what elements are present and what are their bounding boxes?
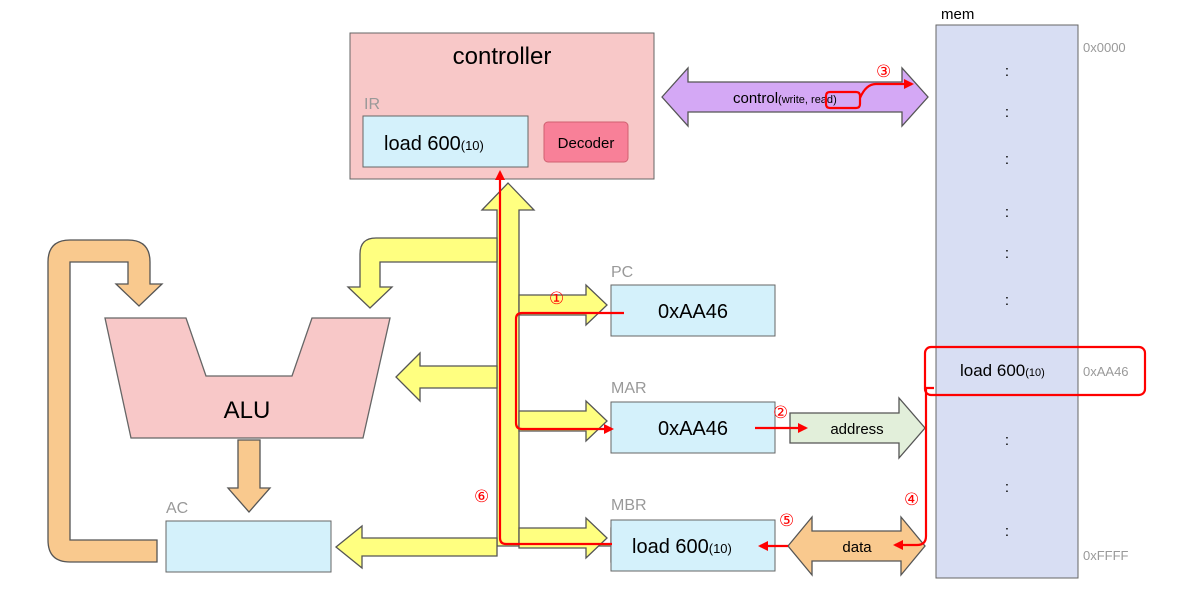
step-6: ⑥: [474, 487, 489, 506]
trace-read-to-memory: [858, 79, 914, 99]
pc-box: [610, 284, 776, 337]
bus-branch-alu-top: [346, 237, 498, 309]
step-2: ②: [773, 403, 788, 422]
address-bus: address: [789, 396, 926, 460]
pc-label: PC: [611, 264, 633, 281]
mem-highlight-value: load 600(10): [960, 361, 1045, 380]
fetch-trace: [495, 79, 934, 551]
mbr-value: load 600(10): [632, 536, 732, 558]
mem-addr-start: 0x0000: [1083, 40, 1126, 55]
feedback-path: [47, 239, 164, 563]
data-bus-label: data: [842, 539, 872, 556]
pc-register: PC 0xAA46: [610, 264, 776, 337]
step-1: ①: [549, 289, 564, 308]
mem-box: [935, 24, 1079, 579]
mem-title: mem: [941, 6, 974, 23]
mem-dot: :: [1005, 432, 1009, 449]
alu: ALU: [104, 317, 391, 439]
ac-feedback-loop: [47, 239, 272, 563]
ir-value: load 600(10): [384, 133, 484, 155]
bus-trunk: [480, 182, 618, 563]
decoder-label: Decoder: [558, 135, 615, 152]
step-markers: ① ② ③ ④ ⑤ ⑥: [474, 62, 919, 530]
mbr-box: [610, 519, 776, 572]
trace-control-read: [824, 90, 862, 110]
bus-branch-alu-side: [395, 351, 498, 403]
step-4: ④: [904, 490, 919, 509]
mar-register: MAR 0xAA46: [610, 380, 776, 454]
decoder-box: [543, 121, 629, 163]
mar-label: MAR: [611, 380, 647, 397]
internal-bus: [334, 182, 618, 570]
data-bus-arrow: [787, 515, 926, 577]
mem-addr-highlight: 0xAA46: [1083, 364, 1129, 379]
mar-box: [610, 401, 776, 454]
mem-highlight-frame: [923, 345, 1147, 397]
control-bus-arrow: [661, 66, 929, 128]
trace-pc-to-mar: [514, 311, 624, 434]
controller: controller IR load 600(10) Decoder: [349, 32, 655, 180]
mem-dot: :: [1005, 104, 1009, 121]
data-bus: data: [787, 515, 926, 577]
step-3: ③: [876, 62, 891, 81]
bus-branch-mar: [518, 399, 608, 443]
pc-value: 0xAA46: [658, 301, 728, 323]
mem-dot: :: [1005, 523, 1009, 540]
control-bus-label: control(write, read): [733, 90, 837, 107]
mbr-register: MBR load 600(10): [610, 497, 776, 572]
trace-mbr-to-ir: [495, 170, 612, 546]
memory: mem 0x0000 0xAA46 0xFFFF : : : : : : : :…: [923, 6, 1147, 579]
bus-branch-ac: [334, 524, 498, 570]
address-bus-label: address: [830, 421, 883, 438]
mem-dot: :: [1005, 63, 1009, 80]
mem-dot: :: [1005, 479, 1009, 496]
mbr-label: MBR: [611, 497, 647, 514]
alu-to-ac-arrow: [226, 439, 272, 513]
mem-dot: :: [1005, 204, 1009, 221]
address-bus-arrow: [789, 396, 926, 460]
ac-register: AC: [165, 500, 332, 573]
alu-shape: [104, 317, 391, 439]
control-bus: control(write, read): [661, 66, 929, 128]
ac-box: [165, 520, 332, 573]
bus-branch-pc: [518, 283, 608, 327]
controller-title: controller: [453, 43, 552, 70]
ir-label: IR: [364, 96, 380, 113]
alu-label: ALU: [224, 397, 271, 424]
ir-box: [362, 115, 529, 168]
mem-addr-end: 0xFFFF: [1083, 548, 1129, 563]
ac-label: AC: [166, 500, 188, 517]
mem-dot: :: [1005, 151, 1009, 168]
bus-branch-mbr: [518, 516, 608, 560]
mar-value: 0xAA46: [658, 418, 728, 440]
step-5: ⑤: [779, 511, 794, 530]
trace-memory-to-data: [893, 386, 934, 550]
mem-dot: :: [1005, 292, 1009, 309]
mem-dot: :: [1005, 245, 1009, 262]
